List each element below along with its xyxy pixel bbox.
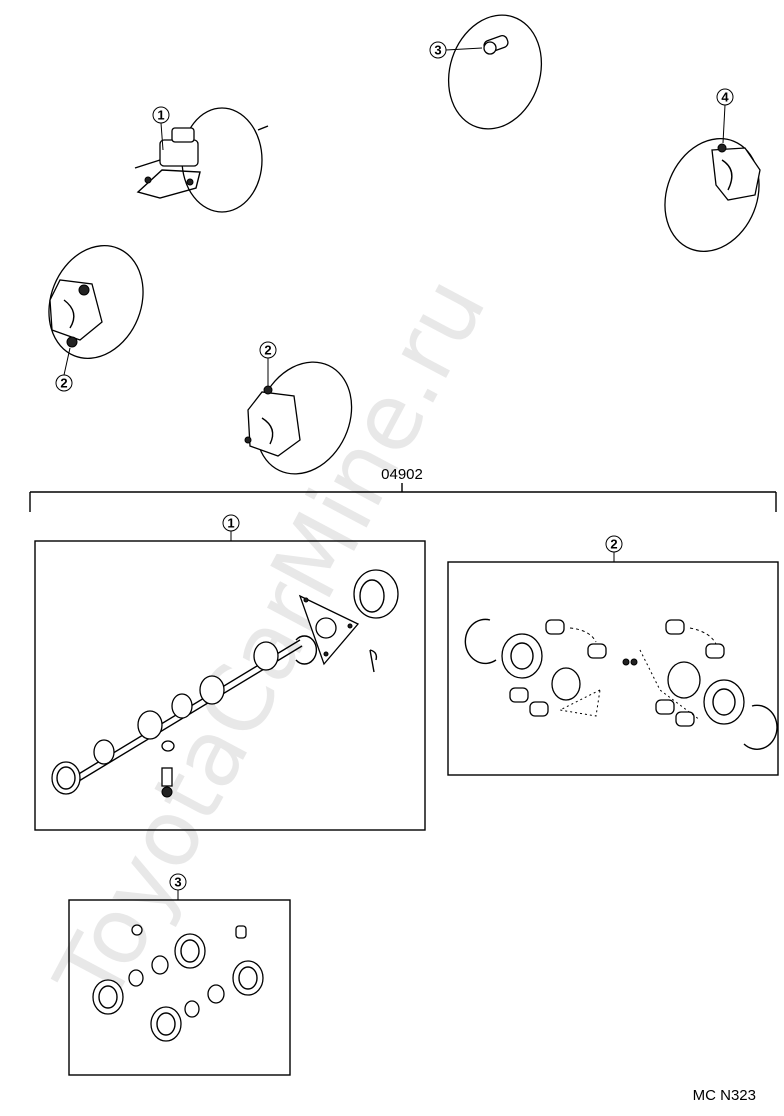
- svg-text:1: 1: [157, 108, 164, 123]
- wheel-cylinder-kit-parts[interactable]: [92, 924, 264, 1042]
- callout-2-right: 2: [259, 341, 277, 386]
- master-cylinder-booster-assembly[interactable]: [134, 107, 269, 213]
- svg-text:4: 4: [721, 90, 729, 105]
- front-disc-caliper-right[interactable]: [239, 346, 370, 489]
- kit-2-box: [447, 561, 779, 776]
- watermark: ToyotaCarMine.ru: [34, 260, 506, 1021]
- master-cylinder-kit-parts[interactable]: [51, 569, 399, 798]
- watermark-text: ToyotaCarMine.ru: [34, 260, 506, 1021]
- kit-1-callout: 1: [222, 514, 240, 541]
- callout-4-top: 4: [716, 88, 734, 144]
- svg-text:3: 3: [174, 875, 181, 890]
- callout-2-left: 2: [55, 347, 73, 392]
- kit-group-bracket: 04902: [29, 466, 777, 512]
- kit-3-callout: 3: [169, 873, 187, 900]
- rear-disc-caliper-assembly[interactable]: [649, 124, 776, 265]
- kit-3-box: [68, 899, 291, 1076]
- wheel-cylinder-assembly[interactable]: [434, 3, 555, 141]
- svg-text:2: 2: [610, 537, 617, 552]
- group-code-label: 04902: [381, 466, 423, 483]
- svg-text:2: 2: [264, 343, 271, 358]
- front-disc-caliper-left[interactable]: [33, 231, 160, 372]
- kit-2-callout: 2: [605, 535, 623, 562]
- svg-text:3: 3: [434, 43, 441, 58]
- svg-text:1: 1: [227, 516, 234, 531]
- callout-3-top: 3: [429, 41, 483, 59]
- svg-text:2: 2: [60, 376, 67, 391]
- kit-1-box: [34, 540, 426, 831]
- caliper-kit-parts[interactable]: [464, 618, 778, 750]
- diagram-reference-code: MC N323: [693, 1087, 756, 1104]
- callout-1-top: 1: [152, 106, 170, 151]
